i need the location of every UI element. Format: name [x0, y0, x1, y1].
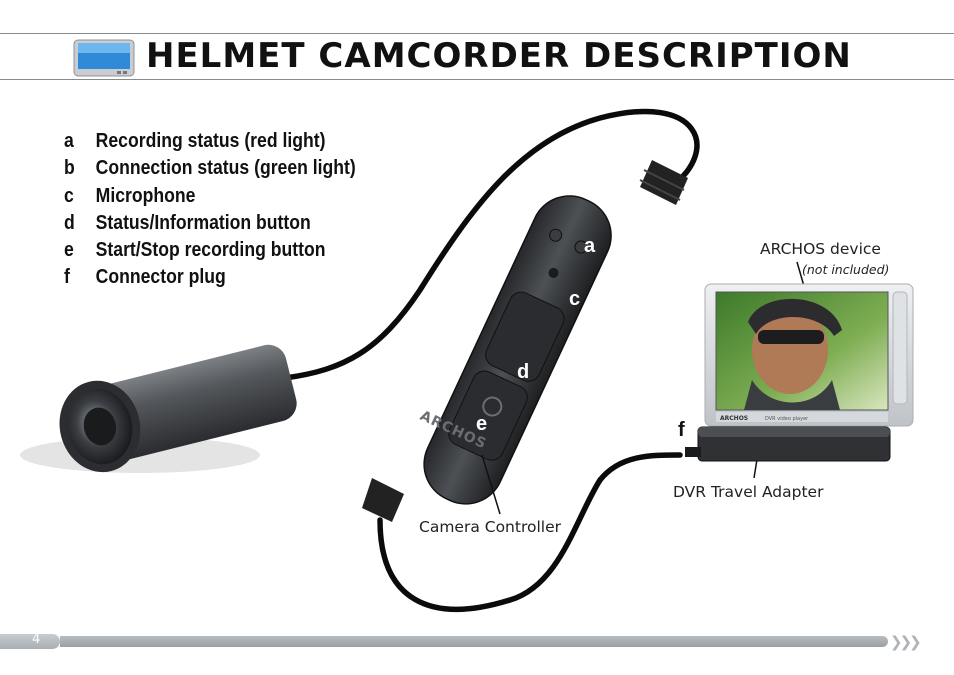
legend-key: b: [64, 157, 75, 180]
callout-f: f: [678, 419, 685, 441]
title-underline: [0, 79, 954, 80]
controller-caption: Camera Controller: [419, 518, 561, 536]
legend-label: Status/Information button: [95, 211, 311, 234]
legend-item: d Status/Information button: [64, 210, 356, 237]
legend-item: f Connector plug: [64, 264, 356, 291]
device-note: (not included): [802, 262, 890, 277]
callout-c: c: [569, 288, 581, 310]
legend-item: c Microphone: [64, 183, 356, 210]
device-model: DVR video player: [765, 416, 809, 422]
callout-d: d: [517, 361, 530, 383]
legend-item: a Recording status (red light): [64, 128, 356, 155]
footer-bar: [60, 636, 888, 647]
legend-key: f: [64, 266, 70, 289]
legend-label: Start/Stop recording button: [95, 239, 326, 262]
callout-a: a: [584, 235, 596, 257]
device-caption: ARCHOS device: [760, 240, 881, 258]
device-brand: ARCHOS: [720, 415, 748, 422]
page-title: HELMET CAMCORDER DESCRIPTION: [146, 36, 852, 76]
archos-device: ARCHOS DVR video player: [704, 283, 914, 427]
chevrons-icon: ❯❯❯: [890, 633, 922, 651]
legend-key: c: [64, 184, 74, 207]
legend-label: Connector plug: [95, 266, 226, 289]
page-number: 4: [32, 632, 41, 647]
legend-key: a: [64, 130, 74, 152]
legend-item: e Start/Stop recording button: [64, 237, 356, 264]
callout-e: e: [476, 413, 488, 435]
screen-device-icon: [73, 39, 135, 77]
legend-item: b Connection status (green light): [64, 155, 356, 182]
top-rule: [0, 33, 954, 34]
legend-label: Connection status (green light): [95, 157, 356, 180]
component-legend: a Recording status (red light) b Connectio…: [64, 128, 396, 292]
adapter-caption: DVR Travel Adapter: [673, 483, 824, 501]
legend-key: e: [64, 239, 74, 262]
callout-b: b: [608, 267, 621, 289]
legend-label: Microphone: [95, 184, 196, 207]
legend-label: Recording status (red light): [95, 130, 326, 152]
page-number-tab: [0, 634, 60, 649]
legend-key: d: [64, 211, 75, 234]
